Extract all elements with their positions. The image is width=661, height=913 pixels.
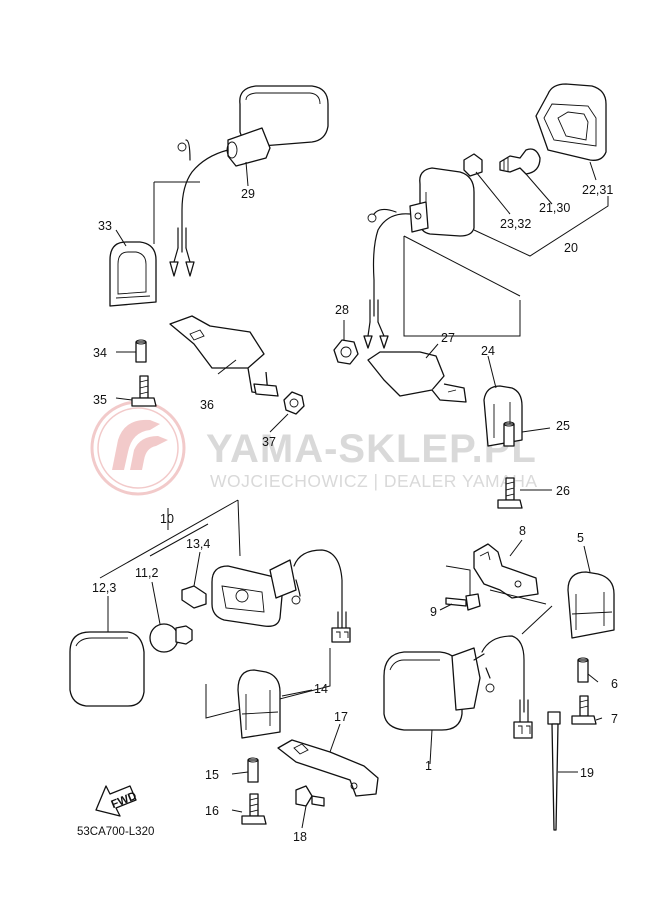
callout-21-30: 21,30 <box>539 201 570 215</box>
callout-27: 27 <box>441 331 455 345</box>
callout-8: 8 <box>519 524 526 538</box>
callout-11-2: 11,2 <box>135 566 158 580</box>
callout-1: 1 <box>425 759 432 773</box>
diagram-code: 53CA700-L320 <box>77 826 154 838</box>
callout-28: 28 <box>335 303 349 317</box>
callout-10: 10 <box>160 512 174 526</box>
callout-5: 5 <box>577 531 584 545</box>
callout-34: 34 <box>93 346 107 360</box>
assembly-top-right <box>333 83 609 509</box>
callout-22-31: 22,31 <box>582 183 613 197</box>
callout-19: 19 <box>580 766 594 780</box>
callout-33: 33 <box>98 219 112 233</box>
callout-18: 18 <box>293 830 307 844</box>
callout-15: 15 <box>205 768 219 782</box>
callout-29: 29 <box>241 187 255 201</box>
callout-7: 7 <box>611 712 618 726</box>
callouts: 29 33 34 35 36 37 28 27 24 25 26 23,32 2… <box>92 183 618 844</box>
assembly-middle-right <box>383 539 615 831</box>
callout-17: 17 <box>334 710 348 724</box>
callout-26: 26 <box>556 484 570 498</box>
watermark-title: YAMA-SKLEP.PL <box>206 427 537 471</box>
callout-23-32: 23,32 <box>500 217 531 231</box>
callout-36: 36 <box>200 398 214 412</box>
watermark-logo <box>90 400 186 496</box>
watermark-subtitle: WOJCIECHOWICZ | DEALER YAMAHA <box>210 471 538 491</box>
watermark: YAMA-SKLEP.PL WOJCIECHOWICZ | DEALER YAM… <box>90 400 538 496</box>
callout-25: 25 <box>556 419 570 433</box>
callout-37: 37 <box>262 435 276 449</box>
callout-12-3: 12,3 <box>92 581 116 595</box>
callout-9: 9 <box>430 605 437 619</box>
callout-16: 16 <box>205 804 219 818</box>
fwd-arrow-icon: FWD <box>95 785 138 817</box>
callout-13-4: 13,4 <box>186 537 210 551</box>
assembly-middle-left <box>69 499 379 829</box>
callout-24: 24 <box>481 344 495 358</box>
callout-20: 20 <box>564 241 578 255</box>
callout-14: 14 <box>314 682 328 696</box>
callout-35: 35 <box>93 393 107 407</box>
callout-6: 6 <box>611 677 618 691</box>
assembly-top-left <box>109 85 329 433</box>
